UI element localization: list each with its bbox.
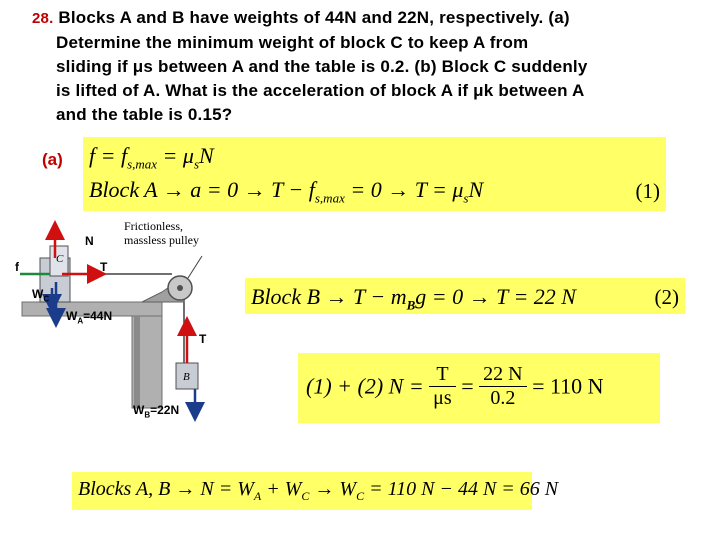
equation-4: Blocks A, B → N = WA + WC → WC = 110 N −… <box>78 478 559 503</box>
pulley-caption-1: Frictionless, <box>124 219 183 233</box>
pulley-caption-2: massless pulley <box>124 233 199 247</box>
problem-line-4: is lifted of A. What is the acceleration… <box>56 81 585 100</box>
equation-box-1: f = fs,max = μsN Block A → a = 0 → T − f… <box>83 137 666 211</box>
caption-pointer <box>187 255 203 279</box>
problem-statement: 28. Blocks A and B have weights of 44N a… <box>32 6 668 127</box>
part-a-label: (a) <box>42 150 63 169</box>
pulley-axle <box>177 285 183 291</box>
equation-box-4: Blocks A, B → N = WA + WC → WC = 110 N −… <box>72 472 558 510</box>
block-b-letter: B <box>183 371 190 383</box>
label-tension-bottom: T <box>199 332 207 346</box>
label-tension-top: T <box>100 260 108 274</box>
label-weight-a: WA=44N <box>66 309 113 326</box>
table-shadow <box>134 316 140 408</box>
equation-box-2: Block B → T − mBg = 0 → T = 22 N (2) <box>245 278 685 314</box>
block-c-letter: C <box>56 253 64 265</box>
problem-number: 28. <box>32 10 54 27</box>
problem-line-3: sliding if μs between A and the table is… <box>56 57 588 76</box>
equation-1a: f = fs,max = μsN <box>89 143 214 172</box>
label-weight-c: WC <box>32 287 50 304</box>
problem-line-1: Blocks A and B have weights of 44N and 2… <box>58 8 570 27</box>
label-friction: f <box>15 260 19 274</box>
problem-line-5: and the table is 0.15? <box>56 105 233 124</box>
equation-2: Block B → T − mBg = 0 → T = 22 N <box>251 284 576 313</box>
equation-1b: Block A → a = 0 → T − fs,max = 0 → T = μ… <box>89 177 484 206</box>
equation-2-number: (2) <box>654 285 680 309</box>
label-normal: N <box>85 234 94 248</box>
problem-line-2: Determine the minimum weight of block C … <box>56 33 529 52</box>
equation-1-number: (1) <box>635 179 661 203</box>
physics-diagram: C Frictionless, massless pulley B <box>20 219 205 422</box>
label-weight-b: WB=22N <box>133 403 180 420</box>
